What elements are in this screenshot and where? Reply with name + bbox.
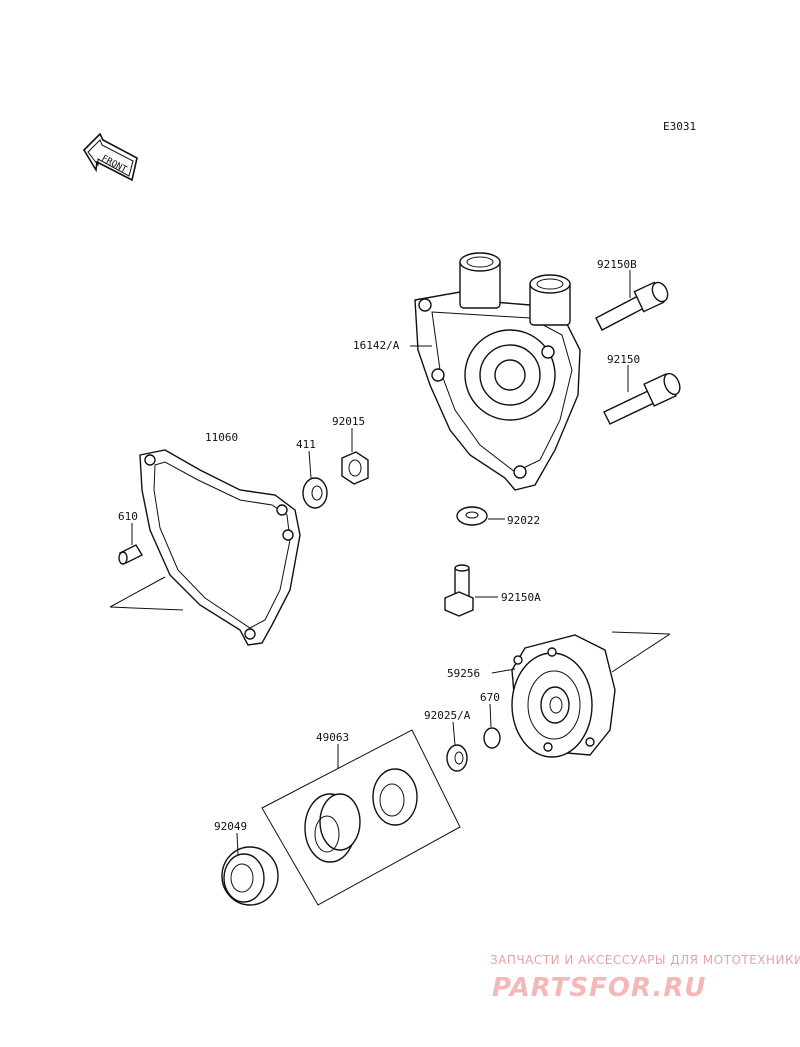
watermark-tagline: ЗАПЧАСТИ И АКСЕССУАРЫ ДЛЯ МОТОТЕХНИКИ xyxy=(490,953,800,967)
reference-line xyxy=(109,606,184,611)
bolt-92150b xyxy=(595,281,669,331)
watermark-logo: PARTSFOR.RU xyxy=(492,973,706,1003)
leader-line xyxy=(452,721,456,746)
label-gasket: 11060 xyxy=(205,431,238,444)
gasket xyxy=(139,449,301,646)
nut-92015 xyxy=(341,451,369,485)
oring-670 xyxy=(483,727,501,749)
mech-seal-box xyxy=(261,729,461,906)
bolt-92150 xyxy=(603,372,681,425)
reference-line xyxy=(109,576,166,608)
impeller-body xyxy=(511,634,616,758)
diagram-code: E3031 xyxy=(663,120,696,133)
label-seal-a: 92025/A xyxy=(424,709,471,722)
washer-92022 xyxy=(456,506,488,526)
pin-610 xyxy=(118,544,143,565)
washer-411 xyxy=(302,477,328,509)
leader-line xyxy=(489,703,492,728)
reference-line xyxy=(611,631,671,635)
label-oring: 670 xyxy=(480,691,500,704)
label-bolt-a: 92150A xyxy=(501,591,541,604)
reference-line xyxy=(611,633,671,673)
label-washer-92022: 92022 xyxy=(507,514,540,527)
label-bolt: 92150 xyxy=(607,353,640,366)
label-impeller-body: 59256 xyxy=(447,667,480,680)
label-bearing: 92049 xyxy=(214,820,247,833)
bolt-92150a xyxy=(444,564,474,617)
label-nut: 92015 xyxy=(332,415,365,428)
bearing-92049 xyxy=(221,846,279,906)
seal-92025a xyxy=(446,744,468,772)
label-bolt-b: 92150B xyxy=(597,258,637,271)
label-washer-411: 411 xyxy=(296,438,316,451)
label-mech-seal: 49063 xyxy=(316,731,349,744)
front-arrow-icon: FRONT xyxy=(82,132,138,182)
label-pump-cover: 16142/A xyxy=(353,339,400,352)
leader-line xyxy=(308,450,312,479)
leader-line xyxy=(491,668,516,674)
leader-line xyxy=(236,832,239,856)
label-pin: 610 xyxy=(118,510,138,523)
pump-cover xyxy=(414,252,581,491)
